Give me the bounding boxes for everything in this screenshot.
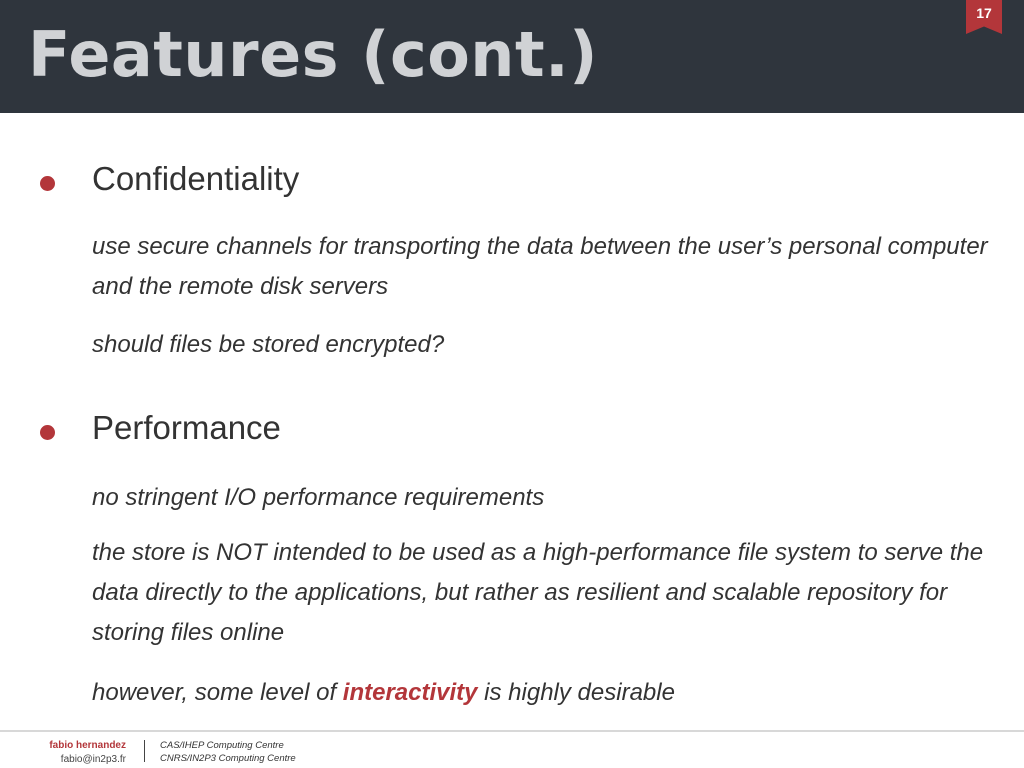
performance-paragraph-2: the store is NOT intended to be used as … [92,539,984,646]
slide-title: Features (cont.) [28,18,598,91]
footer-divider [0,730,1024,732]
paragraph-text-after: is highly desirable [477,679,675,706]
performance-paragraph-1: no stringent I/O performance requirement… [92,484,545,511]
section-heading-performance: Performance [92,409,281,446]
footer-org-line-1: CAS/IHEP Computing Centre [160,740,284,751]
confidentiality-paragraph-2: should files be stored encrypted? [92,331,445,358]
footer-separator [144,740,145,762]
footer-email: fabio@in2p3.fr [60,754,126,765]
section-heading-confidentiality: Confidentiality [92,160,300,197]
bullet-dot-icon [40,425,55,440]
emphasis-interactivity: interactivity [342,679,478,706]
slide-header: Features (cont.) [0,0,1024,113]
footer-author: fabio hernandez [49,740,126,751]
performance-paragraph-3: however, some level of interactivity is … [92,673,992,713]
bullet-dot-icon [40,176,55,191]
footer-org-line-2: CNRS/IN2P3 Computing Centre [160,753,296,764]
paragraph-text-before: however, some level of [92,679,343,706]
confidentiality-paragraph-1: use secure channels for transporting the… [92,233,988,300]
